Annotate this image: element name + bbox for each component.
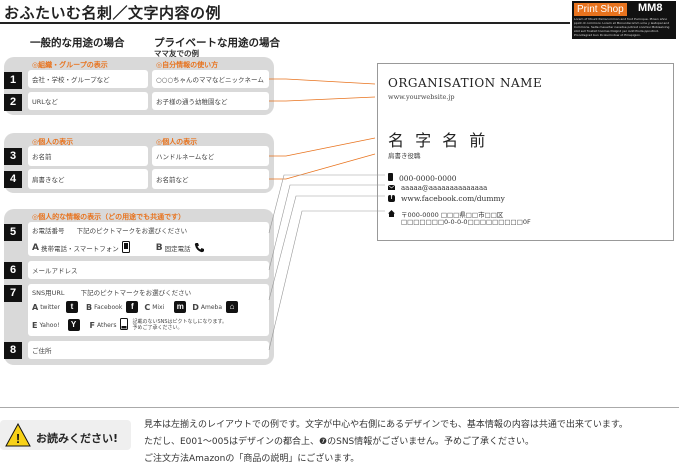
row5-hint: 下記のピクトマークをお選びください — [76, 227, 188, 235]
card-facebook: www.facebook.com/dummy — [401, 194, 505, 203]
row1-general-text: 会社・学校・グループなど — [32, 76, 110, 84]
row5-label: お電話番号 — [32, 227, 65, 235]
card-address-line: 〒000-0000 □□□県□□市□□区 — [388, 209, 503, 219]
row2-private-box: お子様の通う幼稚園など — [152, 92, 269, 110]
row2-general-text: URLなど — [32, 98, 58, 106]
card-phone-icon — [388, 173, 393, 183]
sns-mixi-label: Mixi — [152, 303, 165, 311]
footer-note-3: ご注文方法Amazonの「商品の説明」にございます。 — [144, 454, 360, 464]
row-number-8: 8 — [4, 342, 22, 359]
page-title: おふたいむ名刺／文字内容の例 — [4, 4, 222, 22]
sns-others-label: Athers — [97, 321, 117, 329]
row5-box: お電話番号 下記のピクトマークをお選びください A 携帯電話・スマートフォン B… — [28, 222, 269, 256]
org-general-label: ◎組織・グループの表示 — [32, 61, 108, 69]
email-icon — [387, 184, 396, 192]
brand-code: MM8 — [638, 2, 663, 14]
row5-option-b-letter: B — [155, 243, 163, 253]
row-number-5: 5 — [4, 224, 22, 241]
card-name: 名 字 名 前 — [388, 131, 489, 150]
card-phone-line: 000-0000-0000 — [388, 173, 457, 183]
footer-note-1: 見本は左揃えのレイアウトでの例です。文字が中心や右側にあるデザインでも、基本情報… — [144, 420, 628, 430]
yahoo-icon: Y — [67, 319, 80, 331]
row3-private-box: ハンドルネームなど — [152, 146, 269, 166]
sns-b-letter: B — [86, 302, 93, 312]
row6-label: メールアドレス — [32, 267, 78, 275]
row-number-6: 6 — [4, 262, 22, 279]
row-number-1: 1 — [4, 72, 22, 89]
row1-private-text: ○○○ちゃんのママなどニックネーム — [156, 76, 264, 84]
twitter-icon: t — [66, 301, 78, 313]
mixi-icon: m — [174, 301, 187, 313]
sns-facebook-label: Facebook — [94, 303, 123, 311]
svg-text:!: ! — [16, 431, 20, 446]
org-private-label: ◎自分情報の使い方 — [156, 61, 219, 69]
sns-ameba-label: Ameba — [200, 303, 223, 311]
warning-icon: ! — [5, 422, 31, 451]
sns-yahoo-label: Yahoo! — [39, 321, 60, 329]
column-private-sub: ママ友での例 — [154, 49, 199, 58]
sns-c-letter: C — [144, 302, 151, 312]
row-number-4: 4 — [4, 171, 22, 188]
landline-phone-icon — [194, 242, 205, 255]
row4-general-box: 肩書きなど — [28, 169, 148, 189]
personal-general-label: ◎個人の表示 — [32, 138, 74, 146]
row1-general-box: 会社・学校・グループなど — [28, 70, 148, 88]
brand-box: Print Shop MM8 Lorem of Mount Pariiscomm… — [572, 1, 676, 39]
row2-general-box: URLなど — [28, 92, 148, 110]
personal-private-label: ◎個人の表示 — [156, 138, 198, 146]
column-private-heading: プライベートな用途の場合 — [154, 37, 280, 49]
sns-a-letter: A — [32, 302, 39, 312]
row3-general-box: お名前 — [28, 146, 148, 166]
row3-private-text: ハンドルネームなど — [156, 153, 215, 161]
ameba-icon: ⌂ — [226, 301, 239, 313]
row1-private-box: ○○○ちゃんのママなどニックネーム — [152, 70, 269, 88]
warning-heading: お読みください! — [36, 432, 119, 445]
card-facebook-icon: f — [388, 195, 395, 202]
card-address-2: □□□□□□□0-0-0-0□□□□□□□□□0F — [401, 218, 531, 226]
sns-f-letter: F — [89, 320, 96, 330]
footer-note-2: ただし、E001～005はデザインの都合上、❼のSNS情報がございません。予めご… — [144, 437, 535, 447]
row-number-7: 7 — [4, 285, 22, 302]
card-url: www.yourwebsite.jp — [388, 93, 455, 101]
card-phone: 000-0000-0000 — [399, 173, 457, 183]
row5-option-a: 携帯電話・スマートフォン — [40, 245, 119, 253]
row4-general-text: 肩書きなど — [32, 176, 65, 184]
card-title: 肩書き役職 — [388, 152, 421, 160]
row4-private-box: お名前など — [152, 169, 269, 189]
facebook-icon: f — [126, 301, 139, 313]
mobile-phone-icon — [121, 241, 130, 255]
card-email: aaaaa@aaaaaaaaaaaaaa — [401, 184, 488, 192]
row4-private-text: お名前など — [156, 176, 189, 184]
sns-d-letter: D — [192, 302, 199, 312]
sns-others-note-1: 記載のないSNSはピクトなしになります。 — [132, 319, 228, 325]
contact-label: ◎個人的な情報の表示（どの用途でも共通です） — [32, 213, 186, 221]
card-organisation: ORGANISATION NAME — [388, 76, 543, 90]
row-number-3: 3 — [4, 148, 22, 165]
title-underline — [0, 22, 570, 24]
home-icon — [388, 209, 395, 219]
business-card-sample: ORGANISATION NAME www.yourwebsite.jp 名 字… — [377, 63, 674, 241]
row7-box: SNS用URL 下記のピクトマークをお選びください A twitter t B … — [28, 284, 269, 336]
sns-twitter-label: twitter — [40, 303, 60, 311]
sns-e-letter: E — [32, 320, 38, 330]
brand-fine-print: Lorem of Mount Pariiscommon and foot Puc… — [574, 17, 670, 37]
row7-label: SNS用URL — [32, 289, 65, 297]
card-address-1: 〒000-0000 □□□県□□市□□区 — [401, 211, 504, 219]
row8-label: ご住所 — [32, 347, 52, 355]
row6-box: メールアドレス — [28, 261, 269, 279]
footer-divider — [0, 407, 679, 408]
brand-name: Print Shop — [574, 3, 627, 16]
card-email-line: aaaaa@aaaaaaaaaaaaaa — [387, 184, 488, 192]
row5-option-b: 固定電話 — [164, 245, 191, 253]
row-number-2: 2 — [4, 94, 22, 111]
card-facebook-line: f www.facebook.com/dummy — [388, 194, 505, 203]
row2-private-text: お子様の通う幼稚園など — [156, 98, 228, 106]
row8-box: ご住所 — [28, 341, 269, 359]
column-general-heading: 一般的な用途の場合 — [30, 37, 125, 49]
row7-hint: 下記のピクトマークをお選びください — [80, 289, 192, 297]
row3-general-text: お名前 — [32, 153, 52, 161]
others-icon — [120, 318, 129, 332]
sns-others-note-2: 予めご了承ください。 — [132, 325, 183, 331]
row5-option-a-letter: A — [32, 243, 39, 253]
